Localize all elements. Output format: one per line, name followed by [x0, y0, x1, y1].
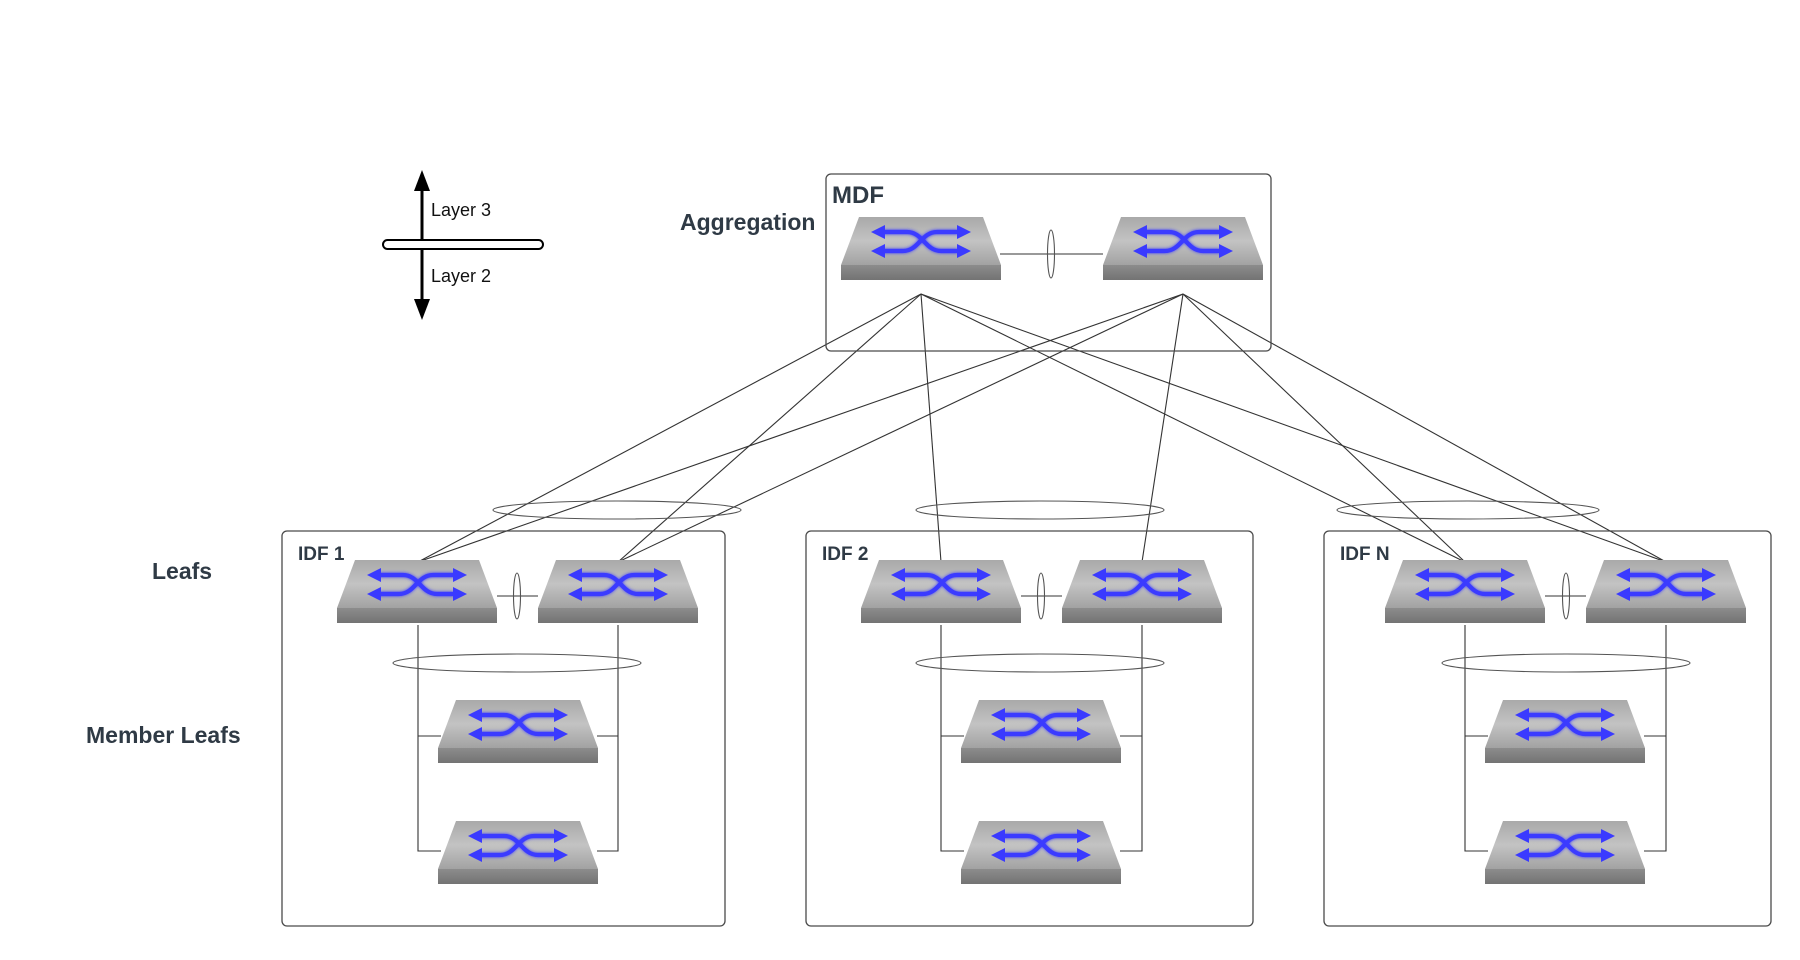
idfn-member-lag: [1441, 653, 1691, 673]
mdf-label: MDF: [832, 182, 884, 209]
idfn-member-2-icon: [1485, 821, 1645, 884]
idfn-leaf-1-icon: [1385, 560, 1545, 623]
mdf-switch-1-icon: [841, 217, 1001, 280]
idf2-uplink-lag: [915, 500, 1165, 520]
idf2-leaf-1-icon: [861, 560, 1021, 623]
idf1-member-lag: [392, 653, 642, 673]
idf1-leaf-2-icon: [538, 560, 698, 623]
aggregation-tier-label: Aggregation: [680, 209, 815, 235]
idf2-group: IDF 2: [805, 530, 1254, 927]
idf1-frame: [281, 530, 726, 927]
uplink-lines: [417, 293, 1667, 563]
idf2-frame: [805, 530, 1254, 927]
idf2-label: IDF 2: [822, 544, 868, 565]
idf2-member-1-icon: [961, 700, 1121, 763]
leafs-tier-label: Leafs: [152, 558, 212, 584]
mdf-frame: [825, 173, 1272, 352]
layer2-label: Layer 2: [431, 266, 491, 286]
idfn-frame: [1323, 530, 1772, 927]
member-leafs-tier-label: Member Leafs: [86, 722, 241, 748]
idfn-uplink-lag: [1336, 500, 1600, 520]
idf1-group: IDF 1: [281, 530, 726, 927]
idf1-label: IDF 1: [298, 544, 345, 565]
idf2-leaf-2-icon: [1062, 560, 1222, 623]
idfn-label: IDF N: [1340, 544, 1390, 565]
idfn-group: IDF N: [1323, 530, 1772, 927]
idf2-peer-lag: [1036, 572, 1046, 620]
idfn-peer-lag: [1561, 572, 1571, 620]
idf1-member-1-icon: [438, 700, 598, 763]
idfn-leaf-2-icon: [1586, 560, 1746, 623]
idf1-uplink-lag: [492, 500, 742, 520]
idf2-member-2-icon: [961, 821, 1121, 884]
mdf-group: MDF: [825, 173, 1272, 352]
idf2-member-lag: [915, 653, 1165, 673]
idfn-member-1-icon: [1485, 700, 1645, 763]
layer3-label: Layer 3: [431, 200, 491, 220]
mdf-switch-2-icon: [1103, 217, 1263, 280]
idf1-member-2-icon: [438, 821, 598, 884]
idf1-peer-lag: [512, 572, 522, 620]
layer-legend: Layer 3 Layer 2: [382, 170, 544, 320]
idf1-leaf-1-icon: [337, 560, 497, 623]
mdf-peer-lag: [1046, 229, 1056, 279]
